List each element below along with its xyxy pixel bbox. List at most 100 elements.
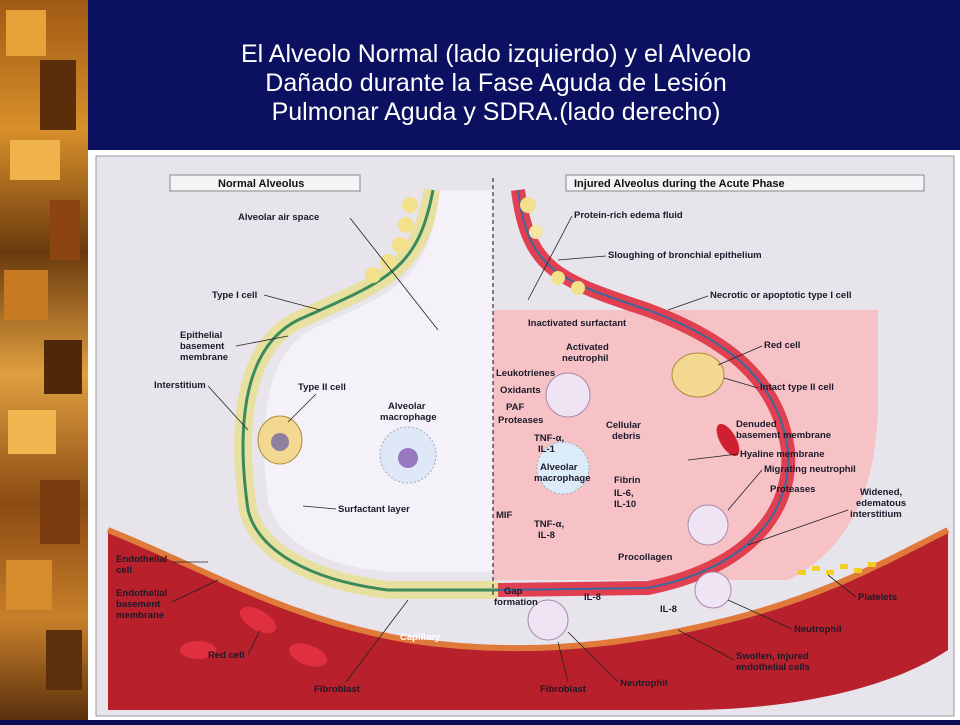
leader-platelets xyxy=(827,574,857,598)
label-type-ii-cell: Type II cell xyxy=(298,382,346,393)
leader-swollen xyxy=(677,629,735,661)
leader-neutrophil xyxy=(727,599,793,630)
label-platelets: Platelets xyxy=(858,592,897,603)
slide-title: El Alveolo Normal (lado izquierdo) y el … xyxy=(96,40,896,127)
label-il-8-b: IL-8 xyxy=(584,592,601,603)
leader-widened xyxy=(747,509,849,546)
leader-fibroblast-right xyxy=(557,641,569,683)
leader-air-space xyxy=(349,217,439,331)
label-fibroblast-left: Fibroblast xyxy=(314,684,361,695)
label-epithelial-bm-2: basement xyxy=(180,341,225,352)
right-header-box xyxy=(565,174,925,192)
label-endothelial-bm-2: basement xyxy=(116,599,161,610)
label-epithelial-bm-1: Epithelial xyxy=(180,330,222,341)
label-necrotic: Necrotic or apoptotic type I cell xyxy=(710,290,851,301)
title-line-2: Dañado durante la Fase Aguda de Lesión xyxy=(265,69,727,97)
label-neutrophil: Neutrophil xyxy=(794,624,842,635)
label-surfactant-layer: Surfactant layer xyxy=(338,504,410,515)
label-endothelial-bm-3: membrane xyxy=(116,610,164,621)
right-labels: Protein-rich edema fluid Sloughing of br… xyxy=(494,210,906,695)
title-line-3: Pulmonar Aguda y SDRA.(lado derecho) xyxy=(271,98,721,126)
label-mif: MIF xyxy=(496,510,513,521)
label-widened-1: Widened, xyxy=(860,487,902,498)
label-capillary: Capillary xyxy=(400,632,441,643)
label-il-6: IL-6, xyxy=(614,488,634,499)
label-inactivated-surfactant: Inactivated surfactant xyxy=(528,318,627,329)
label-widened-3: interstitium xyxy=(850,509,902,520)
alveolar-macrophage-normal xyxy=(379,426,437,484)
label-type-i-cell: Type I cell xyxy=(212,290,257,301)
label-alveolar-air-space: Alveolar air space xyxy=(238,212,319,223)
label-cellular-debris-2: debris xyxy=(612,431,641,442)
platelets xyxy=(798,562,876,575)
label-tnf-1: TNF-α, xyxy=(534,433,564,444)
label-hyaline-membrane: Hyaline membrane xyxy=(740,449,824,460)
label-endothelial-cell-2: cell xyxy=(116,565,132,576)
label-red-cell-left: Red cell xyxy=(208,650,244,661)
label-gap-1: Gap xyxy=(504,586,523,597)
leader-red-cell-right xyxy=(717,345,763,366)
left-labels: Alveolar air space Type I cell Epithelia… xyxy=(116,212,441,695)
leader-type-i xyxy=(263,294,321,311)
label-proteases-2: Proteases xyxy=(770,484,815,495)
label-swollen-2: endothelial cells xyxy=(736,662,810,673)
leader-sloughing xyxy=(557,255,607,261)
label-intact-type-ii: Intact type II cell xyxy=(760,382,834,393)
label-swollen-1: Swollen, injured xyxy=(736,651,809,662)
label-paf: PAF xyxy=(506,402,524,413)
label-activated-neutrophil-1: Activated xyxy=(566,342,609,353)
label-leukotrienes: Leukotrienes xyxy=(496,368,555,379)
label-macrophage-2: macrophage xyxy=(380,412,437,423)
leader-epithelial-bm xyxy=(235,335,289,347)
label-il-8-c: IL-8 xyxy=(660,604,677,615)
label-widened-2: edematous xyxy=(856,498,906,509)
label-il-10: IL-10 xyxy=(614,499,636,510)
label-oxidants: Oxidants xyxy=(500,385,541,396)
leader-neutrophil-2 xyxy=(567,631,619,683)
label-procollagen: Procollagen xyxy=(618,552,673,563)
leader-endothelial-bm xyxy=(171,579,219,603)
label-il-1: IL-1 xyxy=(538,444,556,455)
label-sloughing: Sloughing of bronchial epithelium xyxy=(608,250,762,261)
label-fibrin: Fibrin xyxy=(614,475,641,486)
label-endothelial-cell-1: Endothelial xyxy=(116,554,167,565)
label-denuded-2: basement membrane xyxy=(736,430,831,441)
alveolar-air-space xyxy=(264,190,493,572)
label-neutrophil-2: Neutrophil xyxy=(620,678,668,689)
denuded-basement-membrane xyxy=(497,189,790,591)
label-macrophage-1: Alveolar xyxy=(388,401,426,412)
label-denuded-1: Denuded xyxy=(736,419,777,430)
label-migrating-neutrophil: Migrating neutrophil xyxy=(764,464,856,475)
leader-necrotic xyxy=(667,295,709,311)
decorative-side-strip xyxy=(0,0,88,720)
endothelial-layer xyxy=(106,527,950,652)
label-alveolar-macrophage-2: macrophage xyxy=(534,473,591,484)
label-proteases: Proteases xyxy=(498,415,543,426)
leader-fibroblast-left xyxy=(345,599,409,683)
left-header-box xyxy=(169,174,361,192)
label-interstitium: Interstitium xyxy=(154,380,206,391)
leader-migrating-neutrophil xyxy=(727,469,763,511)
label-fibroblast-right: Fibroblast xyxy=(540,684,587,695)
label-edema-fluid: Protein-rich edema fluid xyxy=(574,210,683,221)
label-alveolar-macrophage-1: Alveolar xyxy=(540,462,578,473)
injured-side-cells xyxy=(527,352,732,641)
title-line-1: El Alveolo Normal (lado izquierdo) y el … xyxy=(241,40,751,68)
leader-type-ii xyxy=(287,393,317,423)
label-endothelial-bm-1: Endothelial xyxy=(116,588,167,599)
label-tnf-2: TNF-α, xyxy=(534,519,564,530)
leader-surfactant xyxy=(302,505,337,510)
leader-hyaline xyxy=(687,453,739,461)
bronchial-epithelium-cells xyxy=(365,197,585,295)
leader-interstitium xyxy=(207,385,249,431)
label-epithelial-bm-3: membrane xyxy=(180,352,228,363)
label-gap-2: formation xyxy=(494,597,538,608)
left-header: Normal Alveolus xyxy=(218,178,304,190)
type-ii-cell-normal xyxy=(257,415,303,465)
label-activated-neutrophil-2: neutrophil xyxy=(562,353,608,364)
leader-red-cell-left xyxy=(247,629,261,656)
leader-edema xyxy=(527,215,573,301)
label-il-8-a: IL-8 xyxy=(538,530,555,541)
label-red-cell-right: Red cell xyxy=(764,340,800,351)
leader-intact-type-ii xyxy=(723,377,759,389)
